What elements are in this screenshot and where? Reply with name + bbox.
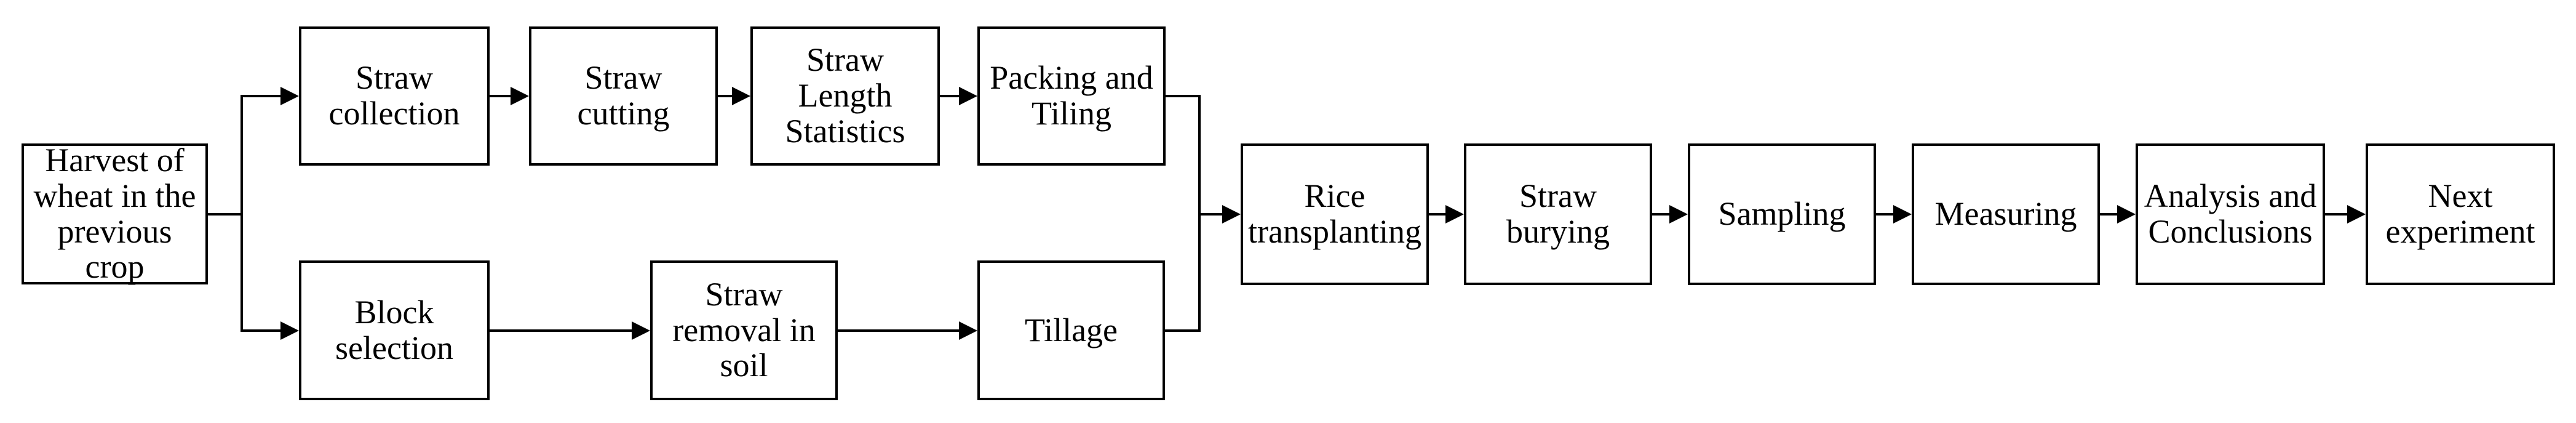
connector-sampling-to-measuring [1876, 213, 1895, 216]
arrowhead-icon-into-straw-collection [280, 87, 299, 105]
connector-merge-stem [1199, 213, 1224, 216]
arrowhead-icon-into-packing-and-tiling [959, 87, 977, 105]
flow-node-label-measuring: Measuring [1934, 195, 2077, 233]
flow-node-label-sampling: Sampling [1718, 195, 1846, 233]
connector-analysis-to-next [2325, 213, 2349, 216]
flow-node-block-selection: Block selection [299, 260, 490, 400]
flow-node-next-experiment: Next experiment [2366, 143, 2555, 285]
connector-burying-to-sampling [1652, 213, 1671, 216]
connector-branch-bottom [242, 329, 282, 332]
flow-node-tillage: Tillage [977, 260, 1165, 400]
flow-node-harvest-of-wheat: Harvest of wheat in the previous crop [22, 141, 208, 286]
flow-node-label-straw-length-statistics: Straw Length Statistics [785, 41, 905, 150]
arrowhead-icon-into-straw-length-statistics [732, 87, 750, 105]
arrowhead-icon-into-straw-removal-in-soil [632, 321, 650, 340]
flow-node-label-straw-collection: Straw collection [328, 59, 460, 132]
connector-tillage-out [1165, 329, 1201, 332]
arrowhead-icon-into-sampling [1669, 205, 1688, 224]
connector-split-stem [208, 213, 243, 216]
flow-node-analysis-and-conclusions: Analysis and Conclusions [2136, 143, 2325, 285]
flow-node-label-packing-and-tiling: Packing and Tiling [990, 59, 1153, 132]
arrowhead-icon-into-block-selection [280, 321, 299, 340]
flow-node-straw-cutting: Straw cutting [529, 26, 718, 166]
flow-node-label-analysis-and-conclusions: Analysis and Conclusions [2144, 177, 2317, 250]
flow-node-sampling: Sampling [1688, 143, 1876, 285]
connector-statistics-to-packing [940, 95, 961, 97]
connector-packing-out [1166, 95, 1201, 97]
flow-node-label-rice-transplanting: Rice transplanting [1248, 177, 1421, 250]
arrowhead-icon-into-rice-transplanting [1222, 205, 1241, 224]
connector-branch-top [242, 95, 282, 97]
arrowhead-icon-into-analysis-and-conclusions [2117, 205, 2136, 224]
arrowhead-icon-into-next-experiment [2347, 205, 2366, 224]
flow-node-straw-length-statistics: Straw Length Statistics [750, 26, 940, 166]
flow-node-label-straw-removal-in-soil: Straw removal in soil [672, 275, 816, 384]
flow-node-label-straw-burying: Straw burying [1506, 177, 1610, 250]
flow-node-label-next-experiment: Next experiment [2385, 177, 2535, 250]
connector-split-vertical [241, 95, 243, 332]
flow-node-label-straw-cutting: Straw cutting [577, 59, 670, 132]
flow-node-rice-transplanting: Rice transplanting [1241, 143, 1429, 285]
arrowhead-icon-into-tillage [959, 321, 977, 340]
connector-block-to-removal [490, 329, 634, 332]
connector-removal-to-tillage [838, 329, 961, 332]
flow-node-label-tillage: Tillage [1024, 311, 1118, 348]
flow-node-measuring: Measuring [1912, 143, 2100, 285]
arrowhead-icon-into-straw-cutting [511, 87, 529, 105]
flow-node-packing-and-tiling: Packing and Tiling [977, 26, 1166, 166]
arrowhead-icon-into-measuring [1893, 205, 1912, 224]
connector-cutting-to-statistics [718, 95, 734, 97]
connector-measuring-to-analysis [2100, 213, 2119, 216]
connector-rice-to-burying [1429, 213, 1447, 216]
flow-node-straw-collection: Straw collection [299, 26, 490, 166]
arrowhead-icon-into-straw-burying [1445, 205, 1464, 224]
flow-node-straw-burying: Straw burying [1464, 143, 1652, 285]
connector-collection-to-cutting [490, 95, 513, 97]
flow-node-label-harvest-of-wheat: Harvest of wheat in the previous crop [33, 141, 196, 286]
flow-node-label-block-selection: Block selection [335, 293, 453, 366]
flow-node-straw-removal-in-soil: Straw removal in soil [650, 260, 838, 400]
